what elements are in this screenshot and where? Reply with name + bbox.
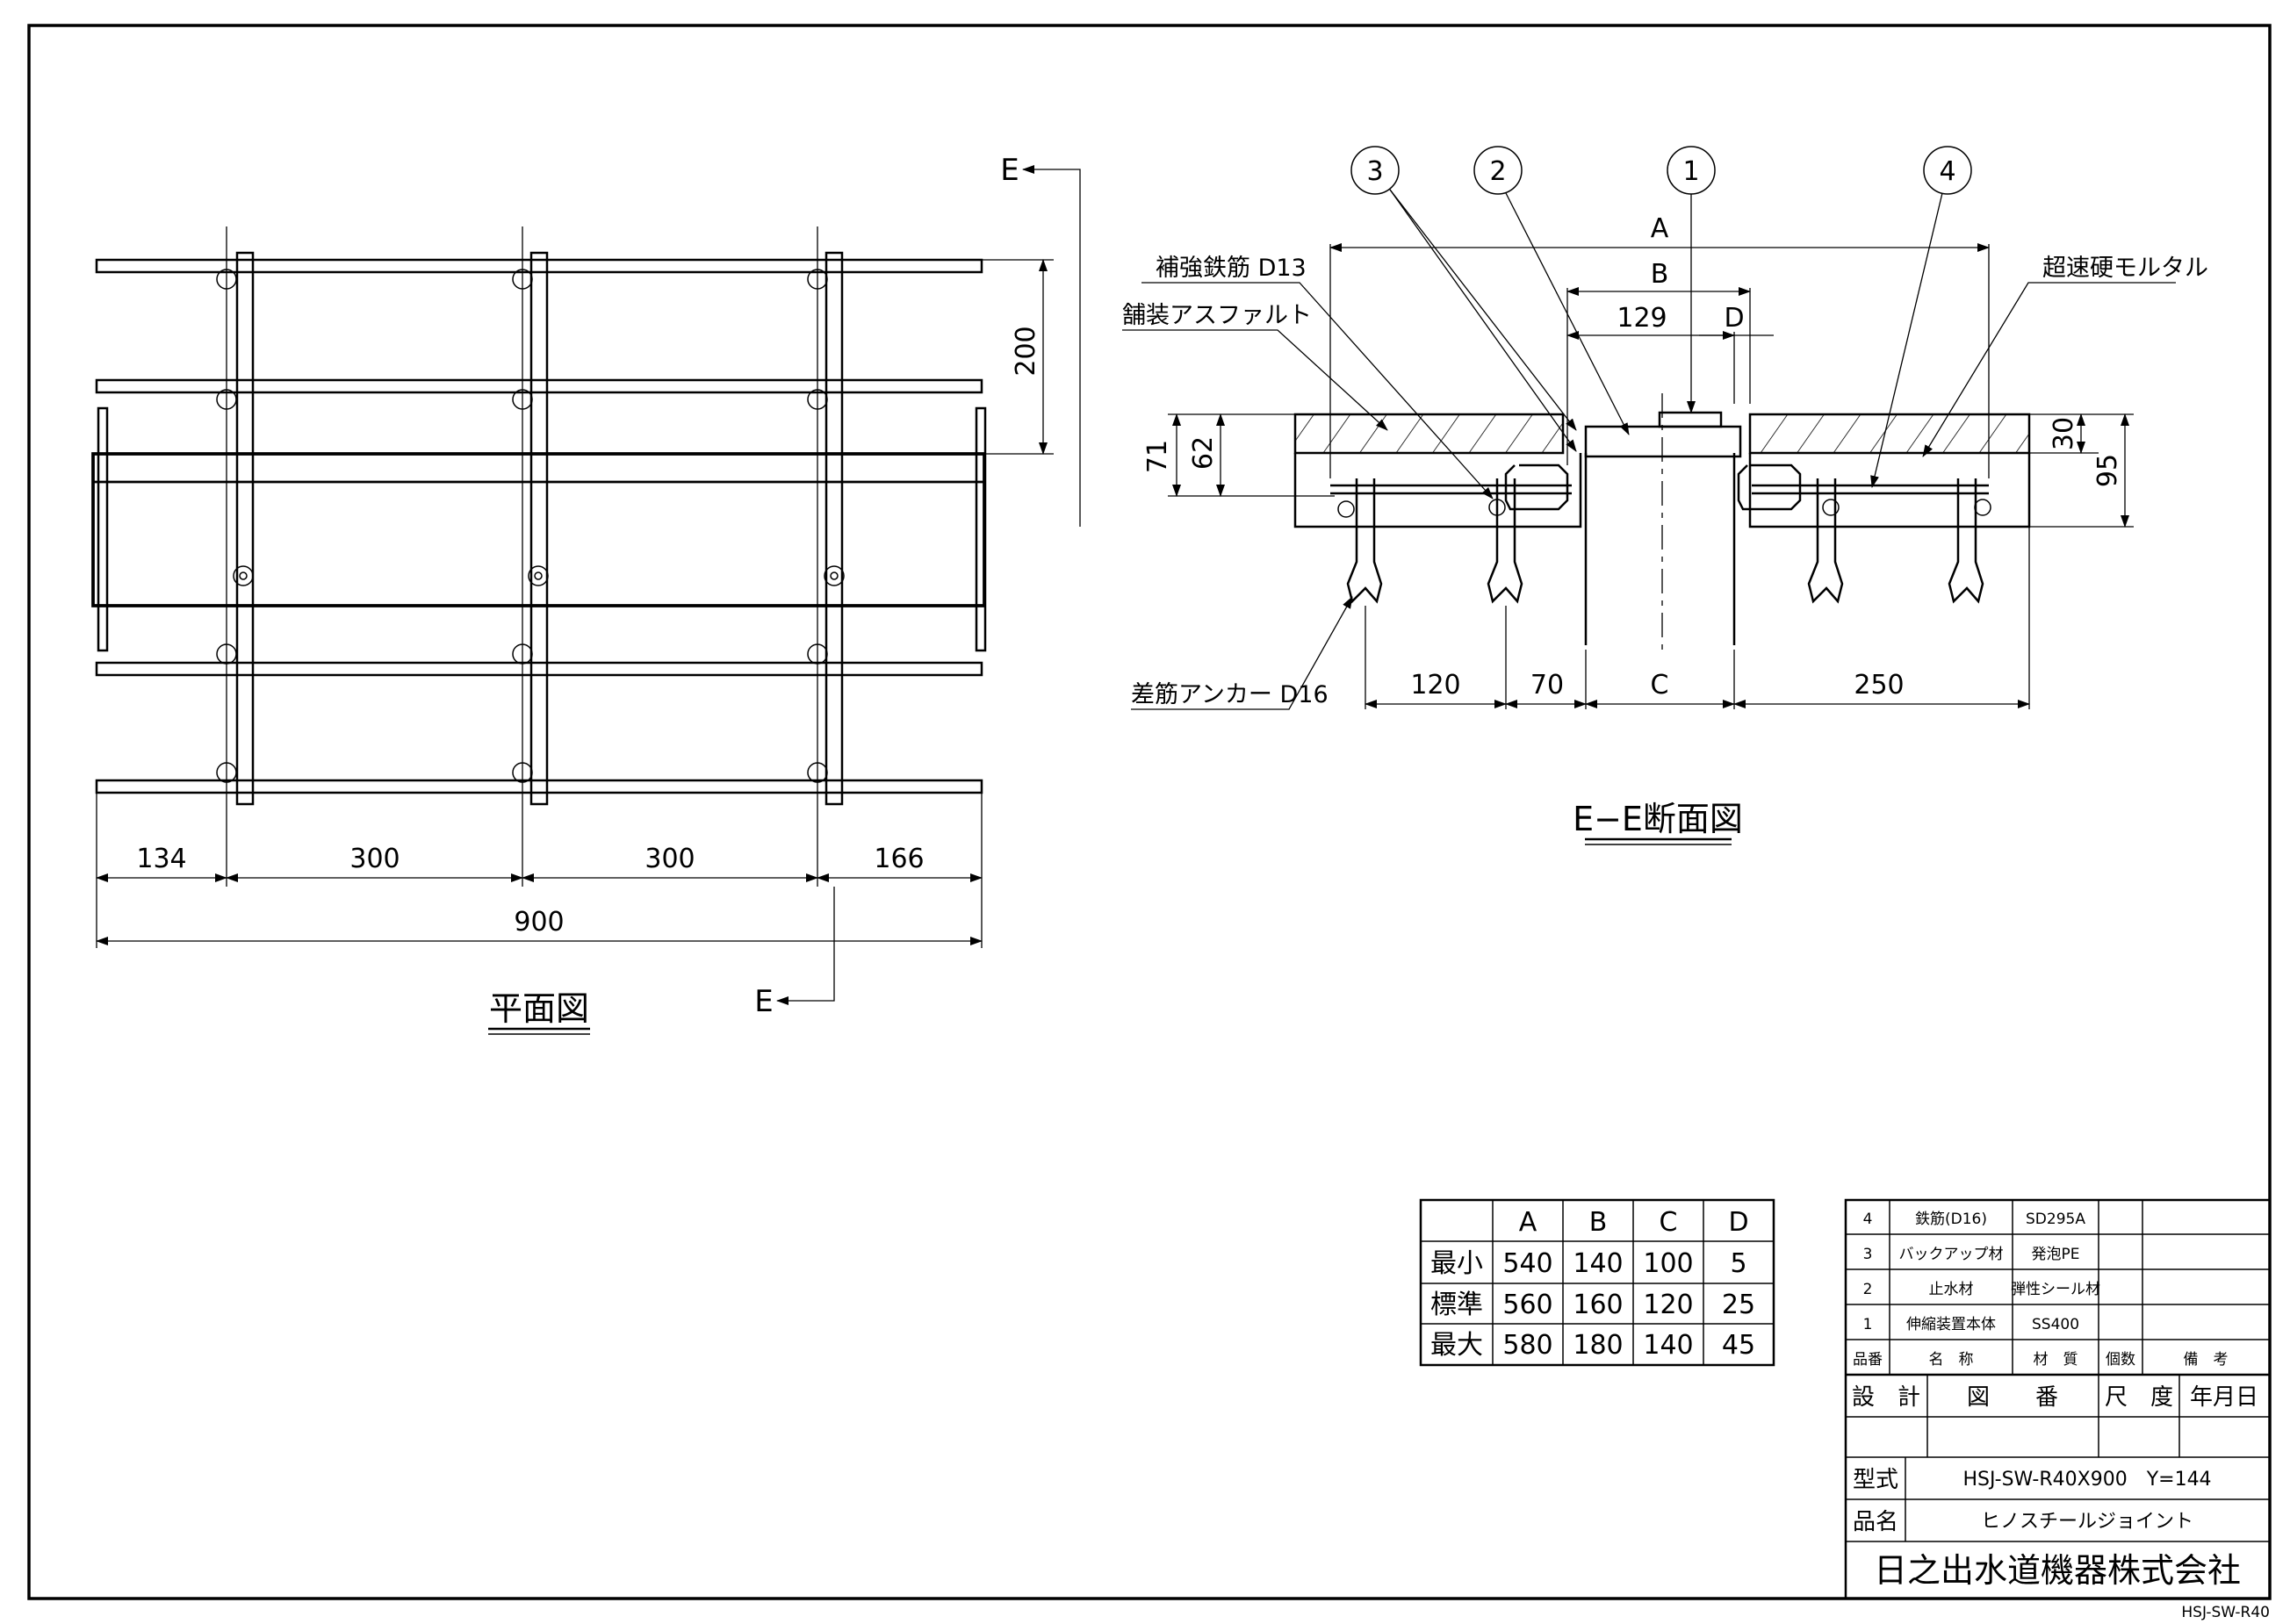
anchor-bolts [1346,478,1984,604]
parts-row-1-material: SS400 [2032,1316,2079,1333]
parts-row-3-name: バックアップ材 [1899,1246,2004,1263]
section-dim-95: 95 [2092,454,2123,487]
section-mark-bottom: E [754,984,773,1019]
section-dim-D: D [1724,303,1744,334]
parts-row-2-no: 2 [1863,1281,1873,1298]
dim-table-cell: 560 [1502,1290,1552,1320]
plan-dim-134: 134 [136,844,186,874]
plan-rebar-top-1 [95,258,983,274]
dim-table-header-D: D [1728,1207,1748,1238]
dim-table-cell: 25 [1722,1290,1755,1320]
dim-table-cell: 160 [1573,1290,1623,1320]
asphalt-right [1750,414,2029,453]
label-anchor-rebar: 差筋アンカー D16 [1131,681,1329,708]
tb-date-label: 年月日 [2190,1384,2258,1411]
parts-row-2-material: 弾性シール材 [2011,1281,2100,1298]
parts-header-qty: 個数 [2106,1351,2135,1369]
dim-table-row-min-label: 最小 [1430,1248,1483,1279]
dim-table-cell: 140 [1573,1248,1623,1279]
tb-product-label: 品名 [1853,1509,1898,1535]
label-reinforcing-rebar: 補強鉄筋 D13 [1156,255,1307,282]
section-view-title: E−E断面図 [1573,800,1743,838]
callout-3: 3 [1366,156,1383,187]
tb-design-label: 設 計 [1852,1384,1920,1411]
dim-table-cell: 180 [1573,1330,1623,1361]
joint-body-center [1584,425,1742,458]
parts-header-remarks: 備 考 [2184,1351,2229,1369]
plan-rebar-top-2 [95,378,983,394]
parts-row-4-material: SD295A [2026,1211,2085,1228]
parts-row-4-name: 鉄筋(D16) [1915,1211,1987,1228]
section-dim-250: 250 [1854,670,1904,701]
sheet-code: HSJ-SW-R40 [2181,1604,2270,1621]
plan-dim-900: 900 [514,907,564,938]
parts-row-1-name: 伸縮装置本体 [1906,1316,1996,1333]
plan-rebar-bot-2 [95,779,983,794]
plan-end-plate-left [97,406,109,652]
sheet-border [27,24,2272,1600]
parts-row-3-no: 3 [1863,1246,1873,1263]
parts-row-3-material: 発泡PE [2032,1246,2080,1263]
plan-dim-200: 200 [1011,326,1041,376]
tb-model-label: 型式 [1853,1467,1898,1493]
section-dim-71: 71 [1142,440,1173,473]
dim-table-cell: 5 [1730,1248,1746,1279]
dim-table-cell: 580 [1502,1330,1552,1361]
plan-dim-166: 166 [874,844,924,874]
plan-dim-300b: 300 [645,844,695,874]
dim-table-header-C: C [1660,1207,1678,1238]
section-dim-120: 120 [1410,670,1460,701]
dim-table-cell: 140 [1643,1330,1693,1361]
dim-table-header-A: A [1519,1207,1537,1238]
tb-company-name: 日之出水道機器株式会社 [1874,1551,2241,1590]
dim-table-cell: 540 [1502,1248,1552,1279]
section-dim-129: 129 [1617,303,1667,334]
dimension-table: A B C D 最小 540 140 100 5 標準 560 160 120 … [1419,1198,1775,1367]
section-dim-70: 70 [1530,670,1564,701]
parts-row-4-no: 4 [1863,1211,1873,1228]
section-dim-A: A [1651,213,1669,244]
tb-model-value: HSJ-SW-R40X900 Y=144 [1962,1469,2211,1491]
parts-row-1-no: 1 [1863,1316,1873,1333]
plan-view-title: 平面図 [489,989,589,1028]
tb-drawing-no-label: 図 番 [1967,1384,2058,1411]
tb-product-value: ヒノスチールジョイント [1981,1511,2193,1533]
dim-table-cell: 100 [1643,1248,1693,1279]
title-block: 4 鉄筋(D16) SD295A 3 バックアップ材 発泡PE 2 止水材 弾性… [1844,1198,2272,1600]
parts-header-material: 材 質 [2034,1351,2078,1369]
dim-table-row-max-label: 最大 [1430,1330,1483,1361]
section-view: A B 129 D 71 62 30 95 120 70 C 250 3 2 1… [1122,146,2208,845]
plan-dim-300a: 300 [349,844,400,874]
section-dim-B: B [1651,259,1669,290]
label-paving-asphalt: 舗装アスファルト [1122,302,1312,329]
callout-2: 2 [1489,156,1506,187]
section-dim-62: 62 [1188,436,1219,470]
dim-table-cell: 45 [1722,1330,1755,1361]
callout-4: 4 [1939,156,1955,187]
dim-table-header-B: B [1589,1207,1608,1238]
section-mark-top: E [1000,153,1019,188]
label-rapid-hardening-mortar: 超速硬モルタル [2042,255,2208,282]
dim-table-row-std-label: 標準 [1430,1290,1483,1320]
parts-header-name: 名 称 [1929,1351,1974,1369]
parts-header-no: 品番 [1853,1351,1883,1369]
asphalt-left [1295,414,1563,453]
plan-view: 200 134 300 300 166 900 E E 平面図 [91,153,1081,1035]
tb-scale-label: 尺 度 [2105,1384,2173,1411]
callout-1: 1 [1682,156,1699,187]
dim-table-cell: 120 [1643,1290,1693,1320]
plan-rebar-bot-1 [95,661,983,677]
parts-row-2-name: 止水材 [1929,1281,1974,1298]
plan-vertical-bars [235,251,844,806]
section-dim-30: 30 [2049,417,2079,450]
section-dim-C: C [1651,670,1669,701]
